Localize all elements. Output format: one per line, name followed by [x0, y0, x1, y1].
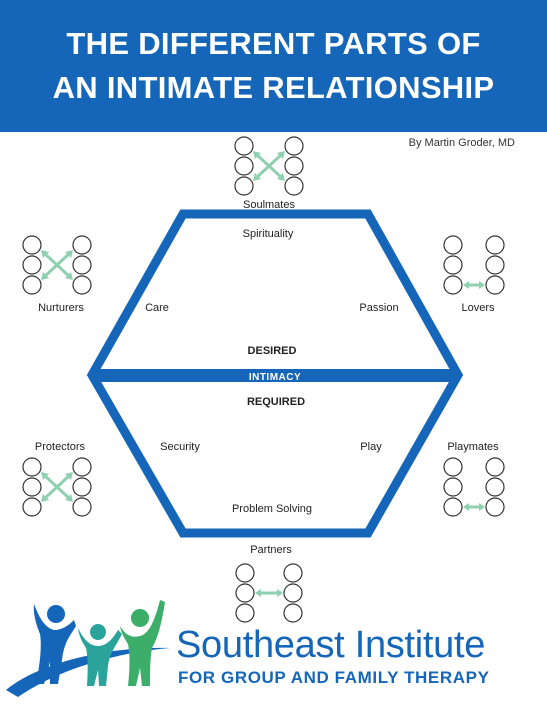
partners-icon [235, 563, 303, 623]
label-partners: Partners [250, 544, 292, 556]
title-banner: THE DIFFERENT PARTS OF AN INTIMATE RELAT… [0, 0, 547, 132]
title-line-2: AN INTIMATE RELATIONSHIP [52, 70, 495, 105]
title-line-1: THE DIFFERENT PARTS OF [66, 26, 481, 61]
label-protectors: Protectors [34, 441, 86, 453]
label-care: Care [145, 302, 169, 314]
label-spirituality: Spirituality [242, 228, 294, 240]
author-credit: By Martin Groder, MD [408, 137, 515, 149]
label-nurturers: Nurturers [38, 302, 84, 314]
intimacy-band [92, 369, 458, 382]
label-passion: Passion [359, 302, 399, 314]
institute-subtitle: FOR GROUP AND FAMILY THERAPY [178, 668, 490, 687]
label-playmates: Playmates [447, 441, 499, 453]
label-soulmates: Soulmates [243, 199, 295, 211]
playmates-icon [443, 457, 505, 517]
label-security: Security [160, 441, 200, 453]
nurturers-icon [22, 235, 92, 295]
institute-logo-icon [6, 600, 170, 697]
soulmates-icon [234, 136, 304, 196]
label-desired: DESIRED [247, 345, 297, 357]
label-required: REQUIRED [246, 396, 306, 408]
label-play: Play [360, 441, 382, 453]
institute-name: Southeast Institute [176, 624, 486, 666]
lovers-icon [443, 235, 505, 295]
label-lovers: Lovers [461, 302, 495, 314]
protectors-icon [22, 457, 92, 517]
label-intimacy: INTIMACY [248, 372, 302, 383]
label-problem-solving: Problem Solving [231, 503, 313, 515]
